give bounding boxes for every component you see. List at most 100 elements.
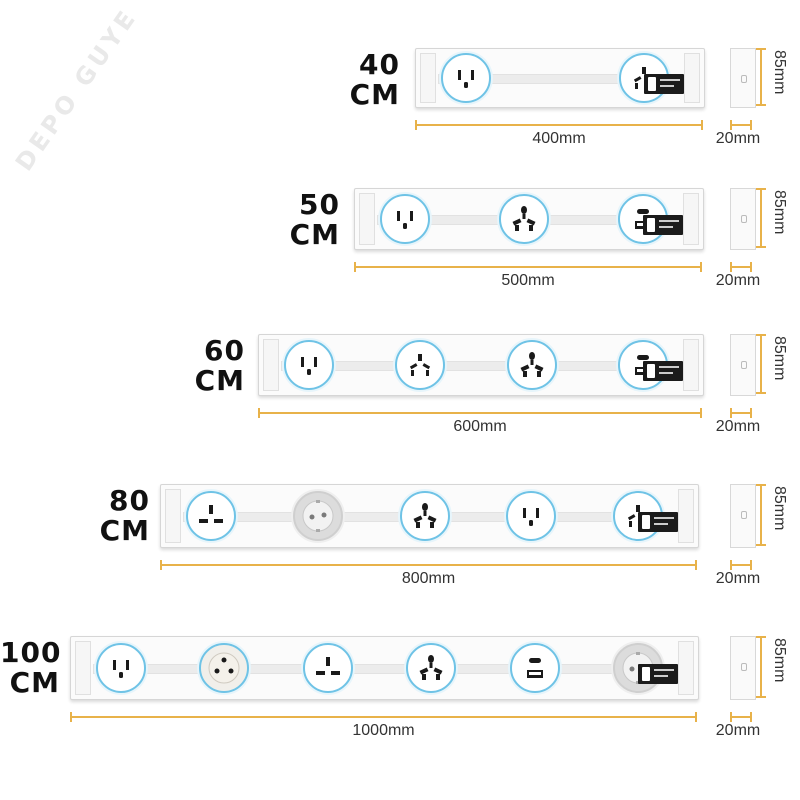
- side-hole: [741, 215, 747, 223]
- height-label: 85mm: [771, 336, 788, 381]
- length-dimension-line: [415, 120, 703, 130]
- socket-usb[interactable]: [509, 643, 560, 693]
- us-outlet-icon: [523, 508, 540, 526]
- socket-universal[interactable]: [499, 194, 549, 244]
- dimension-tick: [730, 560, 732, 570]
- switch-text-line: [659, 226, 673, 228]
- power-strip: [160, 484, 699, 548]
- depth-label: 20mm: [715, 418, 761, 435]
- length-label: 1000mm: [352, 722, 415, 739]
- universal-outlet-icon: [419, 655, 443, 680]
- dimension-tick: [695, 712, 697, 722]
- size-number: 100: [0, 636, 62, 669]
- dimension-line: [258, 412, 702, 414]
- end-cap-right: [678, 489, 694, 543]
- dimension-tick: [756, 484, 766, 486]
- size-unit: CM: [349, 78, 400, 111]
- height-dimension-line: [756, 188, 766, 248]
- dimension-tick: [701, 120, 703, 130]
- dimension-line: [70, 716, 697, 718]
- power-switch[interactable]: [638, 512, 678, 532]
- end-cap-right: [683, 339, 699, 391]
- dimension-tick: [695, 560, 697, 570]
- size-number: 60: [204, 334, 245, 367]
- dimension-line: [730, 266, 752, 268]
- power-strip: [70, 636, 699, 700]
- end-cap-left: [420, 53, 436, 103]
- power-switch[interactable]: [643, 215, 683, 235]
- switch-text-line: [654, 669, 674, 671]
- dimension-line: [760, 334, 762, 394]
- universal-outlet-icon: [512, 206, 536, 231]
- end-cap-right: [678, 641, 694, 695]
- dimension-tick: [700, 408, 702, 418]
- dimension-tick: [750, 408, 752, 418]
- dimension-line: [160, 564, 697, 566]
- power-strip: [354, 188, 704, 250]
- eu-outlet-icon: [302, 500, 334, 532]
- socket-universal[interactable]: [399, 491, 450, 541]
- dimension-line: [760, 48, 762, 106]
- side-hole: [741, 511, 747, 519]
- dimension-tick: [750, 120, 752, 130]
- switch-text-line: [660, 79, 680, 81]
- socket-us[interactable]: [441, 53, 491, 103]
- uk-outlet-icon: [315, 657, 340, 675]
- dimension-tick: [730, 120, 732, 130]
- dimension-line: [730, 564, 752, 566]
- power-switch[interactable]: [638, 664, 678, 684]
- dimension-line: [760, 484, 762, 546]
- end-cap-left: [359, 193, 375, 245]
- switch-text-line: [659, 220, 679, 222]
- dimension-tick: [756, 544, 766, 546]
- size-unit: CM: [289, 218, 340, 251]
- socket-us[interactable]: [96, 643, 146, 693]
- power-switch[interactable]: [644, 74, 684, 94]
- dimension-tick: [700, 262, 702, 272]
- universal-outlet-icon: [413, 503, 436, 528]
- power-switch[interactable]: [643, 361, 683, 381]
- depth-label: 20mm: [715, 272, 761, 289]
- length-dimension-line: [160, 560, 697, 570]
- length-dimension-line: [258, 408, 702, 418]
- length-dimension-line: [354, 262, 702, 272]
- size-unit: CM: [9, 666, 60, 699]
- height-dimension-line: [756, 48, 766, 106]
- dimension-tick: [756, 246, 766, 248]
- switch-text-line: [659, 366, 679, 368]
- socket-universal[interactable]: [406, 643, 457, 693]
- usb-outlet-icon: [526, 658, 543, 678]
- socket-us[interactable]: [506, 491, 557, 541]
- height-label: 85mm: [771, 638, 788, 683]
- side-hole: [741, 663, 747, 671]
- side-profile: [730, 48, 756, 108]
- uk-outlet-icon: [199, 505, 223, 523]
- dimension-tick: [756, 334, 766, 336]
- socket-eu[interactable]: [292, 491, 343, 541]
- height-dimension-line: [756, 636, 766, 698]
- size-number: 50: [299, 188, 340, 221]
- dimension-tick: [354, 262, 356, 272]
- size-number: 40: [359, 48, 400, 81]
- us-outlet-icon: [301, 357, 317, 375]
- size-number: 80: [109, 484, 150, 517]
- dimension-tick: [258, 408, 260, 418]
- depth-dimension-line: [730, 560, 752, 570]
- socket-us[interactable]: [284, 340, 334, 390]
- length-label: 400mm: [532, 130, 586, 147]
- socket-us[interactable]: [380, 194, 430, 244]
- socket-uk[interactable]: [186, 491, 236, 541]
- socket-fr[interactable]: [199, 643, 250, 693]
- socket-universal[interactable]: [506, 340, 557, 390]
- socket-uk[interactable]: [302, 643, 353, 693]
- socket-multi[interactable]: [395, 340, 446, 390]
- switch-toggle-icon: [647, 218, 655, 232]
- length-dimension-line: [70, 712, 697, 722]
- size-unit: CM: [99, 514, 150, 547]
